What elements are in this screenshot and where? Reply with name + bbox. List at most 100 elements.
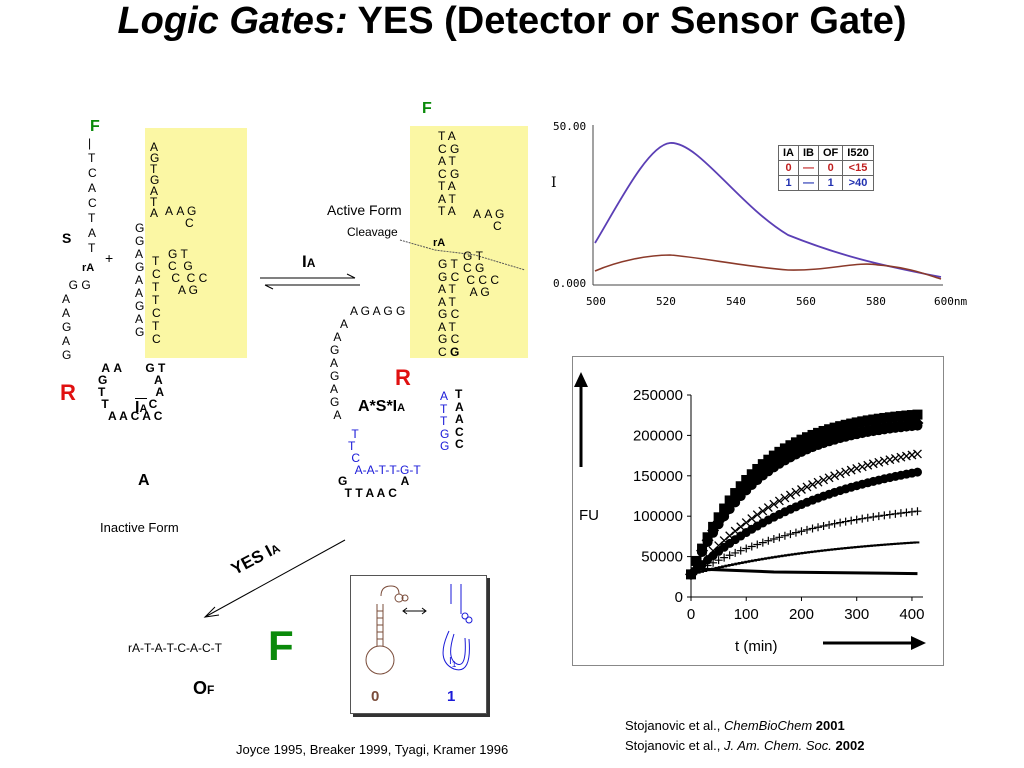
data-point [836, 518, 845, 527]
spectrum-xtick: 560 [796, 295, 816, 308]
data-point [780, 493, 790, 503]
data-point [720, 553, 729, 562]
x-tick-label: 200 [789, 606, 814, 623]
data-point [719, 511, 730, 522]
label-f-left: F [90, 118, 100, 135]
data-point [769, 499, 779, 509]
label-active-form: Active Form [327, 202, 402, 218]
data-point [813, 477, 823, 487]
mid-loop1: A A G C [473, 207, 505, 233]
data-point [829, 422, 840, 433]
data-point [858, 514, 867, 523]
slide-title: Logic Gates: YES (Detector or Sensor Gat… [0, 0, 1024, 43]
data-point [731, 548, 740, 557]
data-point [895, 411, 906, 422]
truth-cell: — [798, 160, 819, 176]
truth-cell: >40 [842, 175, 874, 191]
label-of: OF [193, 678, 215, 698]
data-point [790, 437, 801, 448]
data-point [763, 454, 774, 465]
data-point [857, 462, 867, 472]
data-point [736, 546, 745, 555]
data-point [791, 487, 801, 497]
y-tick-label: 100000 [633, 508, 683, 525]
data-point [709, 558, 718, 567]
truth-header: IB [798, 145, 819, 161]
data-point [824, 473, 834, 483]
inset-label-i1: I1 [449, 656, 457, 669]
data-point [819, 475, 829, 485]
data-point [714, 556, 723, 565]
spectrum-xtick: 500 [586, 295, 606, 308]
data-point [830, 519, 839, 528]
truth-cell: — [798, 175, 819, 191]
x-tick-label: 0 [687, 606, 695, 623]
data-point [912, 420, 923, 431]
y-tick-label: 200000 [633, 427, 683, 444]
data-point [885, 455, 895, 465]
data-point [758, 538, 767, 547]
data-point [857, 416, 868, 427]
data-point [803, 525, 811, 534]
highlight-box-left [145, 128, 247, 358]
truth-header: OF [817, 145, 844, 161]
data-point [742, 544, 751, 553]
truth-header: I520 [842, 145, 874, 161]
x-tick-label: 300 [844, 606, 869, 623]
data-point [785, 490, 795, 500]
label-s: S [62, 230, 72, 246]
data-point [890, 453, 900, 463]
kinetics-xlabel: t (min) [735, 638, 778, 655]
data-point [753, 540, 762, 549]
spectrum-xtick: 540 [726, 295, 746, 308]
data-point [869, 512, 878, 521]
truth-cell: 0 [817, 160, 844, 176]
data-point [846, 465, 856, 475]
data-point [851, 417, 862, 428]
data-point [807, 429, 818, 440]
data-point [862, 415, 873, 426]
label-a-bottom: A [138, 472, 150, 489]
data-point [779, 443, 790, 454]
data-point [774, 446, 785, 457]
data-point [841, 467, 851, 477]
data-point [791, 528, 800, 537]
label-r-left: R [60, 380, 76, 405]
data-point [902, 508, 911, 517]
spectrum-chart: 50.00 0.000 I 500 520 540 560 580 600nm … [548, 115, 978, 330]
data-point [912, 409, 923, 420]
y-tick-label: 250000 [633, 387, 683, 404]
spectrum-xtick: 580 [866, 295, 886, 308]
data-point [786, 530, 795, 539]
data-point [835, 469, 845, 479]
data-point [802, 432, 812, 443]
spectrum-ytop: 50.00 [553, 120, 587, 133]
data-point [764, 536, 773, 545]
data-point [912, 467, 922, 477]
data-point [747, 514, 757, 523]
data-point [868, 414, 879, 425]
data-point [746, 469, 757, 480]
data-point [890, 411, 901, 422]
data-point [873, 413, 884, 424]
data-point [747, 542, 756, 551]
truth-cell: <15 [842, 160, 874, 176]
data-point [896, 452, 906, 462]
label-ra-mid: rA [433, 237, 446, 249]
data-point [852, 515, 861, 524]
data-point [752, 463, 763, 474]
spectrum-ylabel: I [551, 175, 557, 191]
inset-label-1: 1 [447, 688, 456, 705]
data-point [841, 517, 850, 526]
